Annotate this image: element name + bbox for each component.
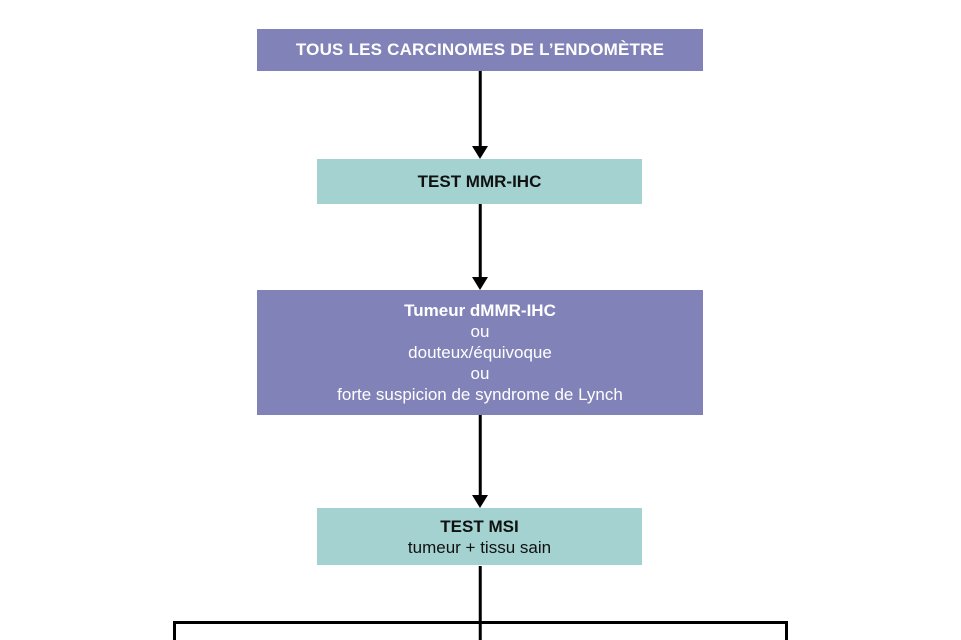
node-dmmr-condition-line-5: forte suspicion de syndrome de Lynch [337,385,623,404]
connector-line-3 [478,415,482,496]
node-test-mmr-ihc: TEST MMR-IHC [317,159,642,204]
arrow-down-icon [472,495,488,508]
node-all-endometrial-carcinomas: TOUS LES CARCINOMES DE L’ENDOMÈTRE [257,29,703,71]
node-test-msi-subtitle: tumeur + tissu sain [407,537,552,557]
node-test-msi: TEST MSI tumeur + tissu sain [317,508,642,565]
node-test-msi-title: TEST MSI [440,516,519,536]
node-all-endometrial-carcinomas-label: TOUS LES CARCINOMES DE L’ENDOMÈTRE [295,40,665,59]
node-test-mmr-ihc-label: TEST MMR-IHC [417,171,542,191]
connector-line-1 [478,71,482,147]
node-dmmr-condition-line-3: douteux/équivoque [408,343,552,362]
results-box-outline [173,621,788,640]
arrow-down-icon [472,146,488,159]
node-dmmr-condition-line-2: ou [470,322,490,341]
arrow-down-icon [472,277,488,290]
node-dmmr-condition-line-1: Tumeur dMMR-IHC [404,301,556,320]
node-dmmr-condition-line-4: ou [470,364,490,383]
connector-line-2 [478,204,482,278]
connector-line-4 [478,566,482,640]
node-dmmr-condition: Tumeur dMMR-IHC ou douteux/équivoque ou … [257,290,703,415]
